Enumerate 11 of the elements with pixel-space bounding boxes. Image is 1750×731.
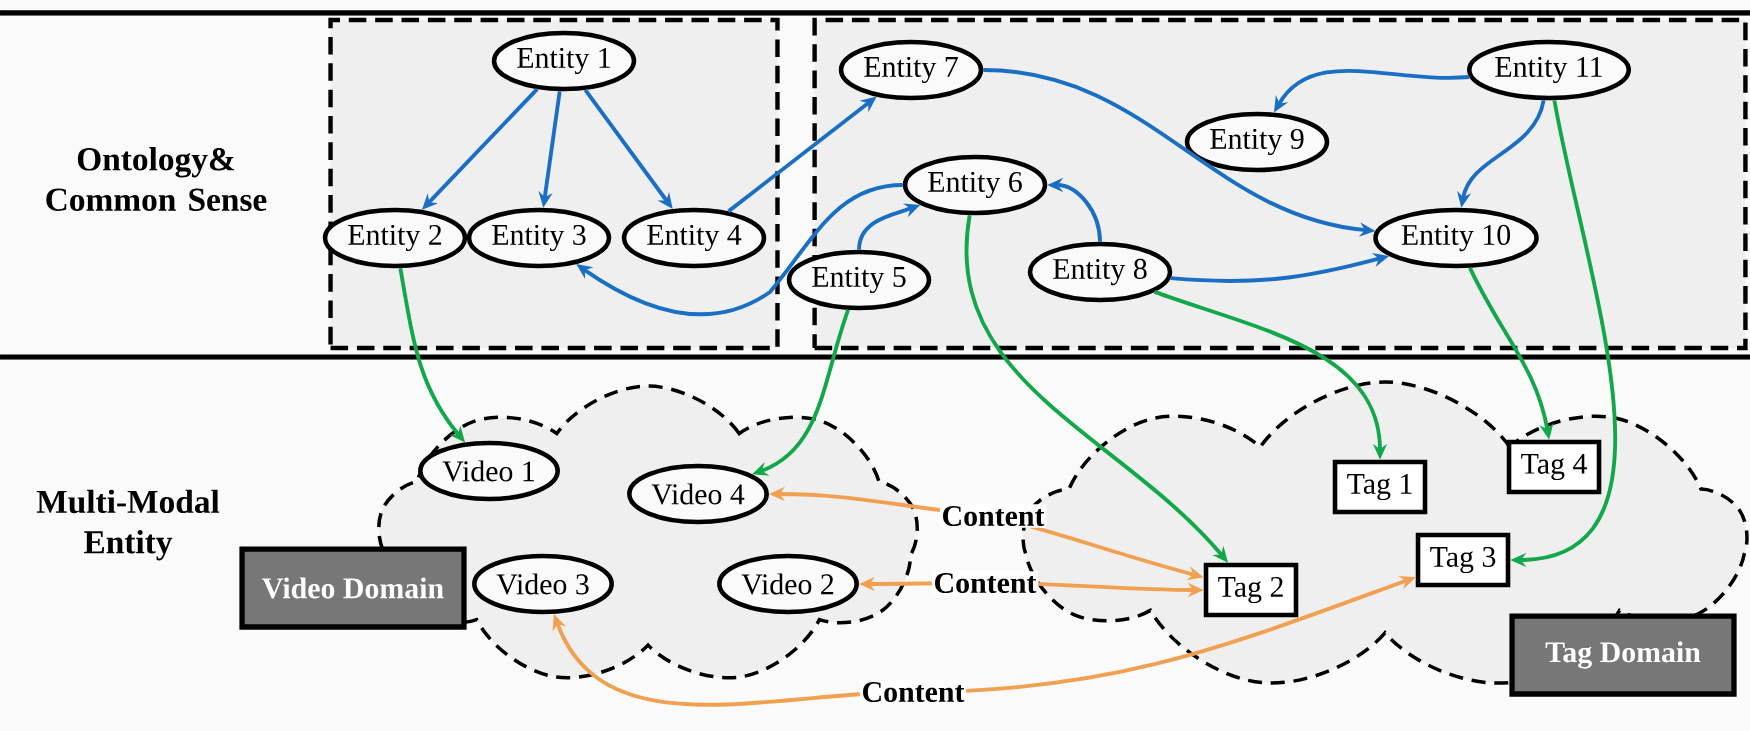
section-label: Ontology& Common Sense: [46, 147, 267, 211]
edge-label: Content: [859, 680, 967, 704]
tag-box: Tag 4: [1506, 439, 1602, 495]
section-label: Multi-Modal Entity: [36, 489, 220, 561]
tag-box: Tag 3: [1415, 532, 1511, 588]
edge-label: Content: [931, 571, 1039, 595]
domain-box: Video Domain: [239, 546, 467, 630]
domain-box: Tag Domain: [1509, 613, 1737, 697]
tag-box: Tag 1: [1332, 459, 1428, 515]
edge-label: Content: [939, 504, 1047, 528]
tag-box: Tag 2: [1203, 562, 1299, 618]
